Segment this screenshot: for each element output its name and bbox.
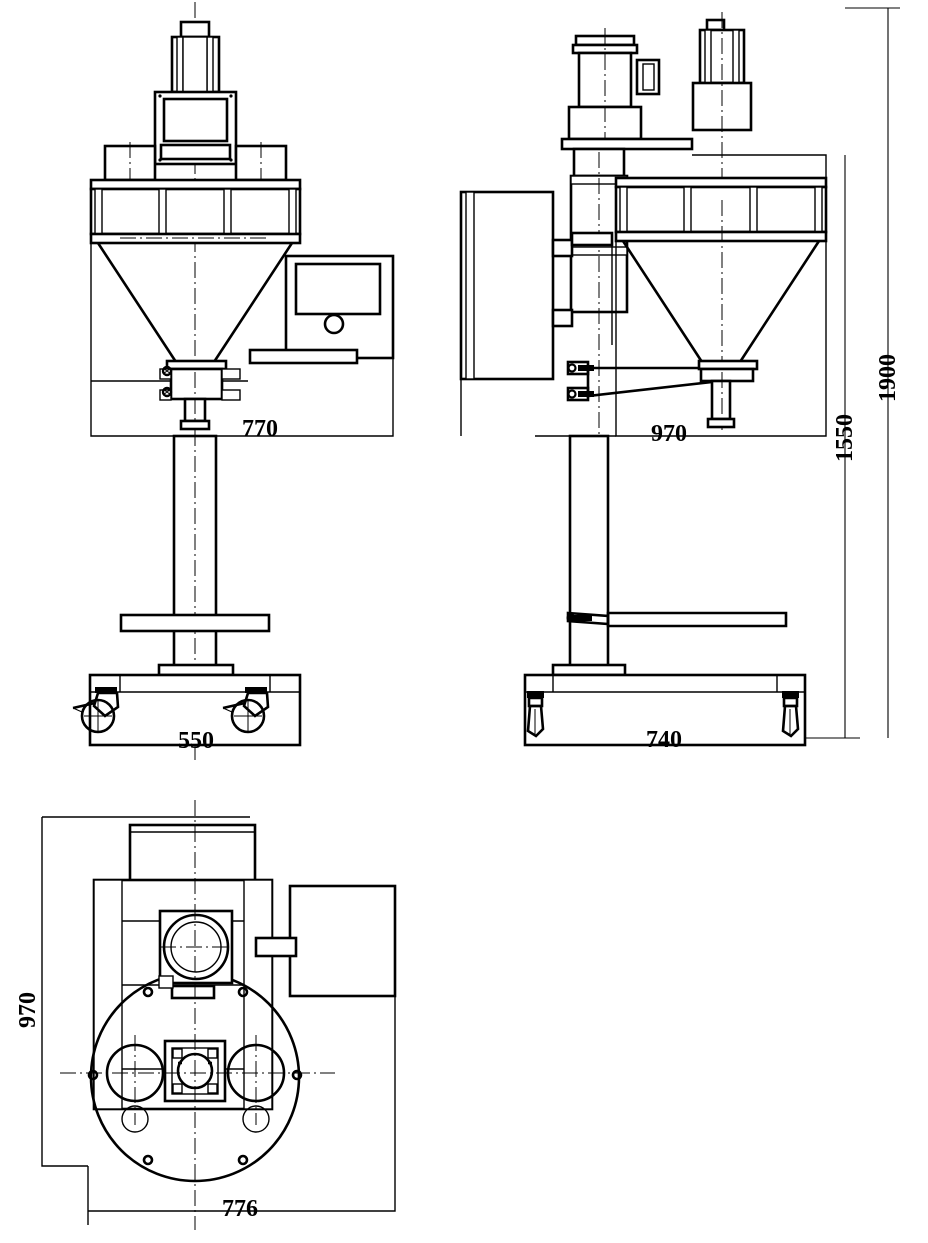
plan-view: 970 776 [15, 800, 397, 1230]
dimension-770-label: 770 [242, 416, 278, 442]
control-panel [248, 254, 395, 365]
dimension-550: 550 [178, 728, 214, 754]
conveyor-support-bracket [551, 231, 714, 402]
dimension-1900-label: 1900 [875, 354, 901, 402]
dimension-740: 740 [646, 727, 682, 753]
control-cabinet-outline-plan [254, 884, 397, 998]
dimension-1550-label: 1550 [832, 414, 858, 462]
dimension-970-plan: 970 [15, 992, 41, 1028]
intermediate-shelf [119, 613, 271, 633]
bolt-holes [87, 986, 303, 1166]
side-elevation-view: 970 740 1550 1900 [459, 7, 901, 753]
hopper-top-flange [89, 178, 302, 191]
dimension-740-label: 740 [646, 727, 682, 753]
hopper-bottom-flange [89, 232, 302, 245]
support-column-side [551, 434, 627, 677]
dimension-776-label: 776 [222, 1196, 258, 1222]
hopper-lid-blocks [103, 142, 288, 196]
base-frame-side [523, 673, 807, 747]
dimension-970-plan-label: 970 [15, 992, 41, 1028]
auger-outlet-nozzle [159, 359, 241, 431]
hopper-cylindrical-body [89, 187, 302, 236]
agitator-gear-motor-side [691, 12, 753, 200]
hopper-cone [96, 242, 294, 363]
dimension-970-side-label: 970 [651, 421, 687, 447]
conveyor-clamp-tab [158, 975, 174, 989]
dimension-970-side: 970 [616, 421, 826, 447]
hopper-side [614, 176, 828, 430]
caster-wheel-right-side [781, 691, 800, 738]
control-panel-knob[interactable] [323, 313, 345, 335]
dimension-1550: 1550 [805, 155, 860, 739]
control-panel-arm [248, 348, 359, 365]
conveyor-clamp-plate [170, 984, 216, 1000]
column-base-plate [157, 663, 235, 677]
front-elevation-view: 770 550 [72, 2, 395, 760]
cabinet-panel [459, 190, 555, 436]
dimension-776: 776 [222, 1196, 258, 1222]
caster-wheel-left [72, 687, 120, 734]
dimension-1900: 1900 [845, 7, 901, 738]
caster-wheel-right [222, 687, 270, 734]
dimension-770: 770 [226, 416, 290, 442]
dimension-550-label: 550 [178, 728, 214, 754]
plan-left-envelope [41, 817, 88, 1167]
auger-drive-gearbox [153, 90, 238, 166]
auger-outlet-nozzle-side [697, 359, 759, 429]
screw-conveyor-motor [567, 28, 661, 141]
work-shelf [566, 611, 788, 628]
caster-wheel-left-side [526, 691, 545, 738]
